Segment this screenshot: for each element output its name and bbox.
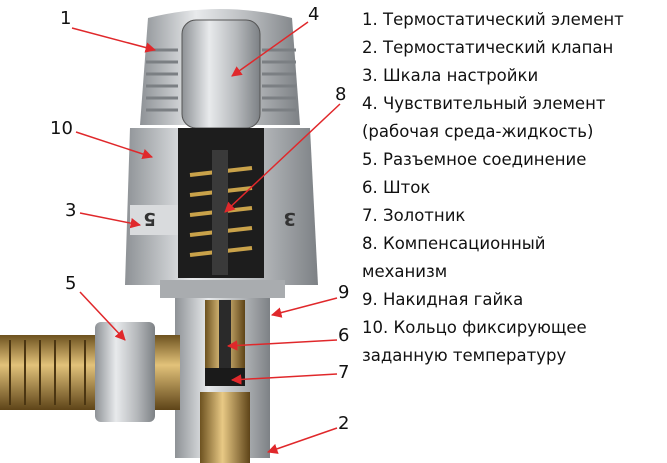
dial-mark-right: 3: [283, 208, 296, 229]
callout-4: 4: [308, 4, 320, 25]
sensing-element: [181, 19, 261, 129]
callout-9: 9: [338, 282, 350, 303]
callout-10: 10: [50, 118, 73, 139]
legend-item: (рабочая среда-жидкость): [362, 122, 594, 141]
legend-item: 3. Шкала настройки: [362, 66, 539, 85]
parts-legend: 1. Термостатический элемент 2. Термостат…: [362, 6, 624, 370]
dial-mark-left: 5: [143, 208, 156, 229]
legend-item: 4. Чувствительный элемент: [362, 94, 606, 113]
callout-3: 3: [65, 200, 77, 221]
callout-7: 7: [338, 362, 350, 383]
legend-item: 2. Термостатический клапан: [362, 38, 614, 57]
legend-item: 9. Накидная гайка: [362, 290, 524, 309]
legend-item: 8. Компенсационный: [362, 234, 546, 253]
callout-8: 8: [335, 84, 347, 105]
valve-plug: [205, 368, 245, 386]
callout-5: 5: [65, 273, 77, 294]
legend-item: 5. Разъемное соединение: [362, 150, 587, 169]
legend-item: 6. Шток: [362, 178, 431, 197]
thermostatic-head: 5 3: [125, 9, 318, 298]
legend-item: 7. Золотник: [362, 206, 466, 225]
callout-2: 2: [338, 413, 350, 434]
callout-arrows: [71, 21, 341, 454]
legend-item: механизм: [362, 262, 448, 281]
legend-item: 1. Термостатический элемент: [362, 10, 624, 29]
callout-6: 6: [338, 325, 350, 346]
legend-item: 10. Кольцо фиксирующее: [362, 318, 587, 337]
valve-body: [0, 298, 270, 463]
legend-item: заданную температуру: [362, 346, 567, 365]
callout-1: 1: [60, 8, 72, 29]
